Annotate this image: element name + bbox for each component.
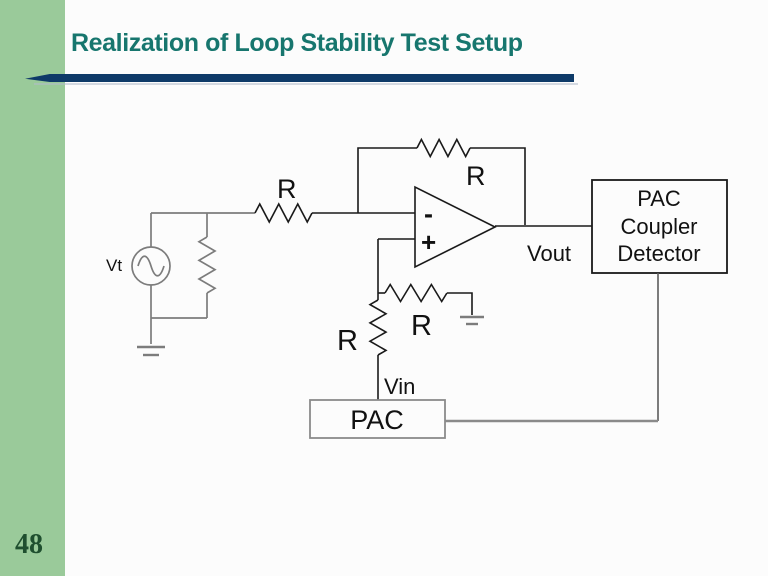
- detector-box-line1: PAC: [637, 186, 681, 211]
- detector-box-line2: Coupler: [620, 214, 697, 239]
- parallel-resistor: [197, 236, 217, 294]
- opamp-minus-label: -: [424, 199, 433, 229]
- accent-line-shadow: [34, 83, 578, 85]
- pac-box-label: PAC: [350, 405, 404, 435]
- vin-label: Vin: [384, 374, 415, 399]
- wire: [470, 147, 526, 225]
- pac-box: [309, 399, 446, 439]
- detector-box-line3: Detector: [617, 241, 700, 266]
- detector-box: [591, 179, 728, 274]
- input-resistor-label: R: [337, 325, 358, 357]
- wire: [357, 147, 417, 213]
- sine-wave-icon: [137, 255, 165, 277]
- input-resistor: [368, 299, 388, 356]
- opamp-triangle: [414, 185, 497, 269]
- ground-resistor-label: R: [411, 310, 432, 342]
- series-resistor: [254, 202, 313, 224]
- vout-label: Vout: [527, 241, 571, 266]
- slide-title: Realization of Loop Stability Test Setup: [71, 29, 523, 57]
- opamp-plus-label: +: [421, 227, 436, 257]
- series-resistor-label: R: [277, 174, 297, 204]
- ground-resistor: [384, 282, 448, 304]
- wire: [447, 292, 473, 315]
- sidebar-green-bar: [0, 0, 65, 576]
- feedback-resistor-label: R: [466, 161, 486, 191]
- accent-line: [25, 74, 574, 82]
- vt-label: Vt: [106, 256, 122, 275]
- feedback-resistor: [416, 137, 471, 159]
- page-number: 48: [15, 529, 43, 560]
